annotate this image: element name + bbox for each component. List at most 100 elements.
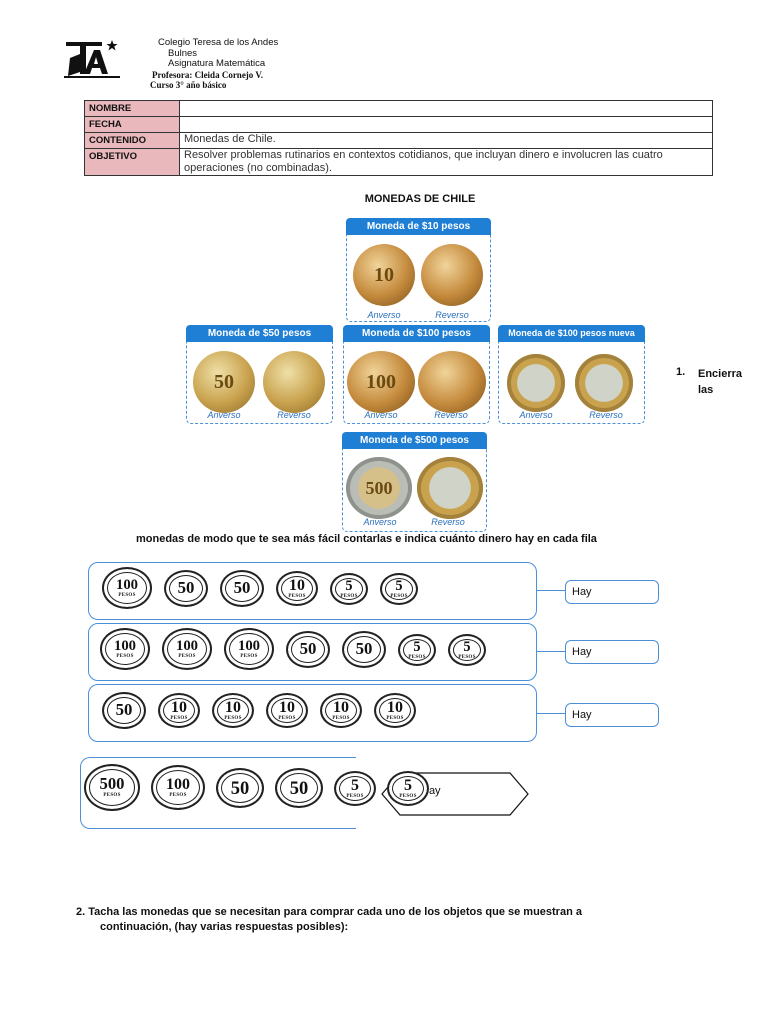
student-info-table: NOMBRE FECHA CONTENIDO Monedas de Chile.… [84, 100, 713, 176]
coin-value: 5 [413, 639, 421, 656]
coin-value: 100 [115, 577, 139, 593]
coin-value: 10 [225, 699, 241, 717]
coin-word: PESOS [288, 594, 306, 600]
answer-box-2[interactable]: Hay [565, 640, 659, 664]
coin-word: PESOS [118, 592, 136, 598]
coin-value: 100 [166, 776, 190, 793]
question-2: 2. Tacha las monedas que se necesitan pa… [76, 905, 676, 935]
label-fecha: FECHA [84, 116, 180, 133]
coin-value: 5 [404, 777, 412, 795]
coin-word: PESOS [224, 716, 242, 722]
coin-value: 50 [299, 639, 317, 658]
coin-50-front-image: 50 [193, 351, 255, 413]
coin-50-pesos-sketch[interactable]: 50 [220, 570, 264, 607]
value-fecha[interactable] [179, 116, 713, 133]
caption-reverso: Reverso [431, 517, 465, 527]
subject: Asignatura Matemática [168, 58, 266, 69]
coin-500-back-image [417, 457, 483, 519]
coin-value: 100 [237, 638, 261, 654]
card-10-pesos: Moneda de $10 pesos 10 Anverso Reverso [346, 218, 491, 322]
answer-box-1[interactable]: Hay [565, 580, 659, 604]
coin-word: PESOS [332, 716, 350, 722]
coin-50-pesos-sketch[interactable]: 50 [164, 570, 208, 607]
coin-value: 10 [171, 699, 187, 717]
coin-100-new-back-image [575, 354, 633, 412]
connector-line [536, 590, 566, 592]
coin-value: 100 [113, 638, 137, 654]
coin-word: PESOS [386, 716, 404, 722]
course: Curso 3° año básico [150, 80, 227, 90]
card-100-pesos: Moneda de $100 pesos 100 Anverso Reverso [343, 325, 490, 424]
coin-word: PESOS [399, 794, 417, 800]
coin-value: 10 [333, 699, 349, 717]
card-title: Moneda de $100 pesos [343, 325, 490, 342]
row-fecha: FECHA [84, 116, 713, 133]
question-1: 1.Encierra las [676, 366, 750, 398]
coin-word: PESOS [346, 794, 364, 800]
coin-50-pesos-sketch[interactable]: 50 [216, 768, 264, 809]
answer-box-3[interactable]: Hay [565, 703, 659, 727]
connector-line [536, 713, 566, 715]
connector-line [536, 651, 566, 653]
card-100-pesos-nueva: Moneda de $100 pesos nueva Anverso Rever… [498, 325, 645, 424]
coin-value: 10 [279, 699, 295, 717]
coin-word: PESOS [178, 653, 196, 659]
row-nombre: NOMBRE [84, 100, 713, 117]
coin-word: PESOS [278, 716, 296, 722]
coin-word: PESOS [390, 593, 408, 599]
coin-100-back-image [418, 351, 486, 413]
coin-50-pesos-sketch[interactable]: 50 [286, 631, 330, 668]
coin-50-pesos-sketch[interactable]: 50 [275, 768, 323, 809]
coin-500-front-image: 500 [346, 457, 412, 519]
label-contenido: CONTENIDO [84, 132, 180, 149]
coin-value: 10 [387, 699, 403, 717]
coin-value: 500 [99, 774, 125, 794]
coin-10-front-image: 10 [353, 244, 415, 306]
coin-value: 5 [463, 639, 471, 656]
question-2-line1: 2. Tacha las monedas que se necesitan pa… [76, 906, 582, 918]
school-info: Colegio Teresa de los Andes Bulnes Asign… [150, 37, 279, 91]
caption-anverso: Anverso [519, 410, 553, 420]
caption-anverso: Anverso [367, 310, 401, 320]
caption-anverso: Anverso [364, 410, 398, 420]
caption-reverso: Reverso [277, 410, 311, 420]
value-nombre[interactable] [179, 100, 713, 117]
coin-word: PESOS [408, 654, 426, 660]
caption-reverso: Reverso [434, 410, 468, 420]
question-1-text: Encierra las [698, 368, 743, 396]
coin-value: 100 [175, 638, 199, 654]
coin-value: 50 [233, 578, 251, 597]
coin-50-pesos-sketch[interactable]: 50 [102, 692, 146, 729]
teacher: Profesora: Cleida Cornejo V. [152, 69, 263, 80]
value-objetivo: Resolver problemas rutinarios en context… [179, 148, 713, 176]
coin-value: 10 [289, 577, 305, 595]
school-name: Colegio Teresa de los Andes [158, 37, 279, 48]
caption-anverso: Anverso [363, 517, 397, 527]
coin-50-pesos-sketch[interactable]: 50 [342, 631, 386, 668]
coin-value: 5 [395, 578, 403, 595]
label-objetivo: OBJETIVO [84, 148, 180, 176]
card-title: Moneda de $100 pesos nueva [498, 325, 645, 342]
coin-word: PESOS [340, 593, 358, 599]
coin-row-3[interactable] [88, 684, 537, 742]
coin-50-back-image [263, 351, 325, 413]
label-nombre: NOMBRE [84, 100, 180, 117]
